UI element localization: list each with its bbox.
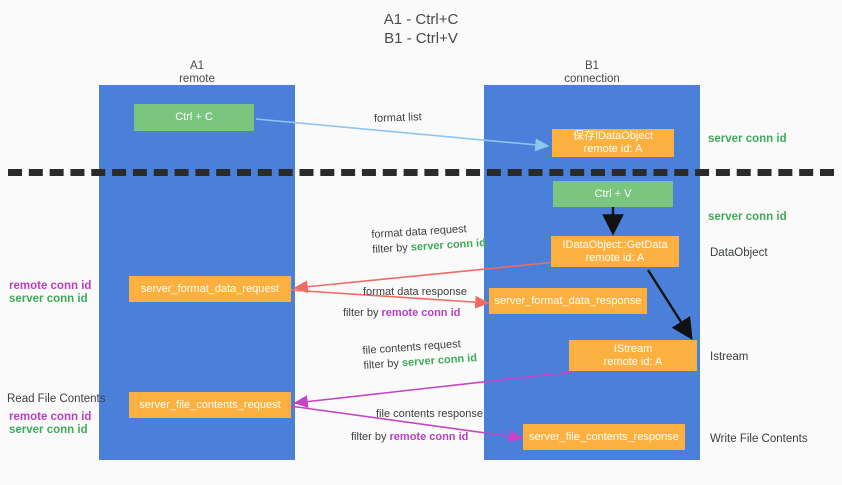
page-title: A1 - Ctrl+C B1 - Ctrl+V <box>0 10 842 48</box>
title-line-2: B1 - Ctrl+V <box>384 30 458 47</box>
caption-file-contents-response: file contents response filter by remote … <box>351 407 484 445</box>
left-label-server-conn-id-1: server conn id <box>9 293 88 305</box>
left-label-remote-conn-id-1: remote conn id <box>9 280 92 292</box>
title-line-1: A1 - Ctrl+C <box>383 11 459 28</box>
node-ctrl-c[interactable]: Ctrl + C <box>134 104 254 131</box>
right-label-write-file-contents: Write File Contents <box>710 433 808 445</box>
caption-format-list-text: format list <box>373 111 422 125</box>
right-label-server-conn-id-2: server conn id <box>708 211 787 223</box>
left-label-remote-conn-id-2: remote conn id <box>9 411 92 423</box>
node-server-file-contents-response-label: server_file_contents_response <box>529 430 679 443</box>
caption-fcres-pre: filter by <box>351 431 390 443</box>
caption-format-list: format list <box>374 110 422 127</box>
caption-fcreq-key: server conn id <box>401 352 478 370</box>
node-server-format-data-request-label: server_format_data_request <box>140 282 280 295</box>
node-server-file-contents-request-label: server_file_contents_request <box>139 398 281 411</box>
caption-fcres-key: remote conn id <box>389 431 469 443</box>
node-save-idataobject[interactable]: 保存IDataObject remote id: A <box>552 129 674 157</box>
right-label-server-conn-id-1: server conn id <box>708 133 787 145</box>
node-getdata[interactable]: IDataObject::GetData remote id: A <box>551 236 679 267</box>
node-istream-line1: IStream <box>613 342 653 355</box>
node-ctrl-v[interactable]: Ctrl + V <box>553 181 673 207</box>
node-server-format-data-response[interactable]: server_format_data_response <box>489 288 647 314</box>
lane-header-b1-sub: connection <box>564 73 620 85</box>
lane-header-b1: B1 connection <box>512 60 672 86</box>
node-save-idataobject-line2: remote id: A <box>583 143 643 155</box>
caption-format-data-response-l1: format data response <box>363 286 467 298</box>
caption-fdreq-pre: filter by <box>371 241 412 256</box>
caption-fdres-pre: filter by <box>343 307 382 319</box>
caption-file-contents-response-l1: file contents response <box>376 408 484 420</box>
node-getdata-line1: IDataObject::GetData <box>562 238 668 251</box>
node-getdata-line2: remote id: A <box>585 251 645 264</box>
phase-divider <box>8 169 834 176</box>
caption-fcreq-pre: filter by <box>363 357 403 372</box>
caption-file-contents-request: file contents request filter by server c… <box>362 336 478 374</box>
caption-format-data-response-l2: filter by remote conn id <box>343 306 467 321</box>
lane-header-a1: A1 remote <box>117 60 277 86</box>
caption-file-contents-response-l2: filter by remote conn id <box>351 430 483 445</box>
right-label-istream: Istream <box>710 351 749 363</box>
left-label-server-conn-id-2: server conn id <box>9 424 88 436</box>
node-server-format-data-response-label: server_format_data_response <box>494 294 642 307</box>
lane-header-a1-sub: remote <box>179 73 215 85</box>
node-istream[interactable]: IStream remote id: A <box>569 340 697 371</box>
node-server-format-data-request[interactable]: server_format_data_request <box>129 276 291 302</box>
right-label-dataobject: DataObject <box>710 247 768 259</box>
node-server-file-contents-response[interactable]: server_file_contents_response <box>523 424 685 450</box>
node-ctrl-c-line1: Ctrl + C <box>175 111 213 123</box>
node-save-idataobject-line1: 保存IDataObject <box>572 130 654 142</box>
caption-fdreq-key: server conn id <box>410 237 487 254</box>
node-istream-line2: remote id: A <box>603 355 663 368</box>
caption-format-data-request: format data request filter by server con… <box>371 221 486 258</box>
lane-header-b1-name: B1 <box>584 60 600 72</box>
node-ctrl-v-line1: Ctrl + V <box>594 187 632 200</box>
caption-format-data-response: format data response filter by remote co… <box>343 285 467 321</box>
lane-header-a1-name: A1 <box>189 60 205 72</box>
node-server-file-contents-request[interactable]: server_file_contents_request <box>129 392 291 418</box>
caption-fdres-key: remote conn id <box>381 307 461 319</box>
left-label-read-file-contents: Read File Contents <box>7 393 106 405</box>
